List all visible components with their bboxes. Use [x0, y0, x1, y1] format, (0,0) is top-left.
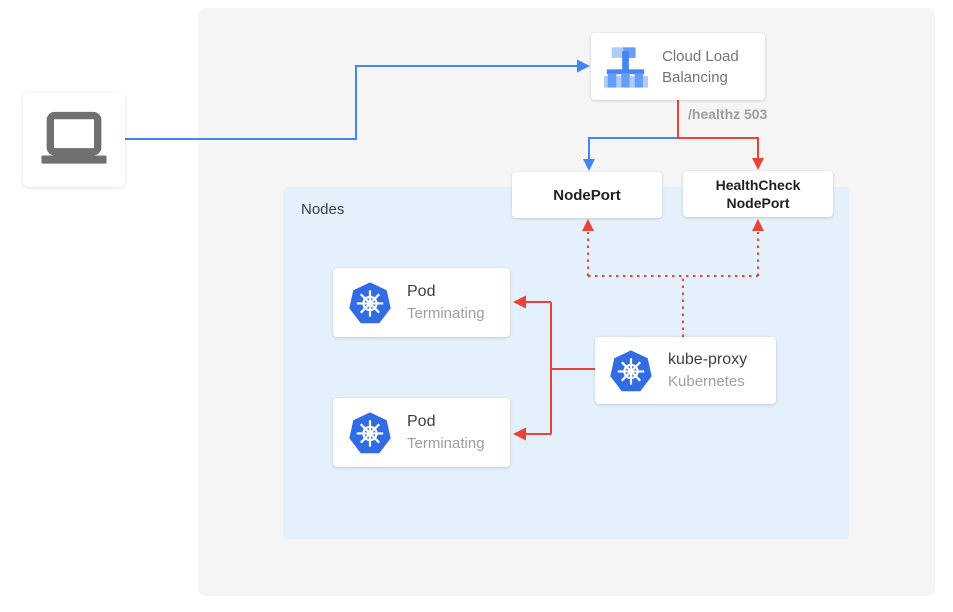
kubernetes-icon	[610, 349, 652, 391]
healthcheck-nodeport-node: HealthCheck NodePort	[683, 171, 833, 217]
laptop-icon	[41, 111, 107, 164]
pod-node-1: Pod Terminating	[333, 268, 510, 337]
pod1-title: Pod	[407, 283, 436, 300]
cloud-load-balancing-node: Cloud Load Balancing	[591, 33, 765, 100]
kube-proxy-node: kube-proxy Kubernetes	[595, 337, 776, 404]
client-node	[23, 93, 125, 187]
pod1-status: Terminating	[407, 305, 485, 322]
nodeport-node: NodePort	[512, 172, 662, 218]
nodes-label: Nodes	[301, 201, 345, 218]
clb-label-line2: Balancing	[662, 68, 728, 86]
kube-proxy-subtitle: Kubernetes	[668, 373, 745, 390]
kubernetes-icon	[349, 411, 391, 453]
pod2-title: Pod	[407, 413, 436, 430]
pod2-status: Terminating	[407, 435, 485, 452]
clb-label-line1: Cloud Load	[662, 47, 739, 65]
healthcheck-nodeport-label-line2: NodePort	[726, 195, 790, 211]
pod-node-2: Pod Terminating	[333, 398, 510, 467]
healthcheck-nodeport-label-line1: HealthCheck	[715, 177, 801, 193]
cloud-load-balancing-label: Cloud Load Balancing	[662, 46, 739, 88]
healthz-503-label: /healthz 503	[688, 106, 768, 122]
cloud-load-balancing-icon	[603, 47, 649, 88]
kubernetes-icon	[349, 281, 391, 323]
kube-proxy-title: kube-proxy	[668, 351, 748, 368]
nodeport-label: NodePort	[553, 186, 621, 204]
